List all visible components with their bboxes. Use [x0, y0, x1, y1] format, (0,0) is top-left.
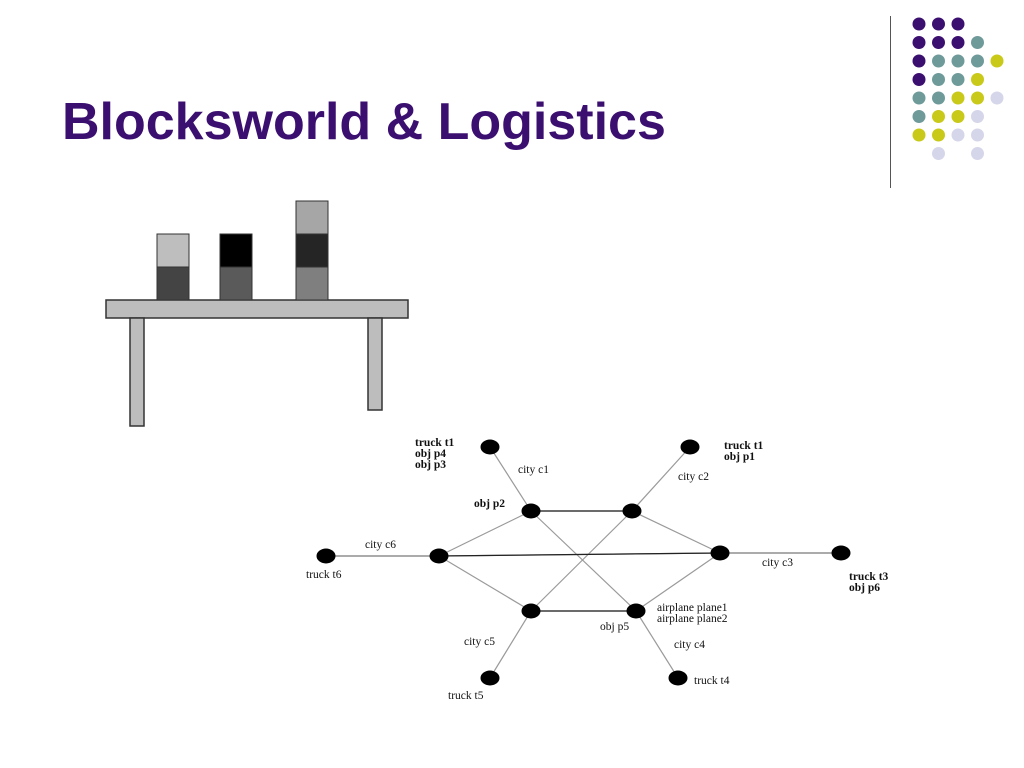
decorative-dot [971, 91, 984, 105]
decorative-dot [932, 36, 945, 49]
decorative-dot [912, 36, 926, 49]
graph-label: truck t6 [306, 569, 342, 581]
graph-edge [489, 446, 532, 512]
graph-label: city c6 [365, 539, 396, 551]
decorative-dot [971, 54, 984, 68]
graph-label: obj p6 [849, 582, 880, 594]
graph-label: airplane plane1 [657, 602, 728, 614]
block [156, 266, 190, 301]
graph-edge [635, 552, 721, 612]
graph-edge [631, 446, 691, 512]
decorative-dot [951, 91, 965, 105]
graph-label: obj p3 [415, 459, 446, 471]
graph-label: obj p4 [415, 448, 446, 460]
graph-edge [438, 552, 721, 557]
graph-edge [631, 510, 721, 554]
graph-label: city c1 [518, 464, 549, 476]
table-top [105, 299, 409, 319]
graph-edge [530, 510, 633, 612]
decorative-dot [971, 147, 984, 160]
graph-node [622, 503, 642, 519]
slide-title: Blocksworld & Logistics [62, 93, 666, 151]
decorative-dot [932, 54, 945, 68]
table-leg-left [129, 317, 145, 427]
decorative-dot [912, 54, 926, 68]
graph-label: truck t3 [849, 571, 889, 583]
graph-edge [438, 555, 532, 612]
graph-label: airplane plane2 [657, 613, 728, 625]
graph-edge [635, 610, 679, 679]
graph-node [429, 548, 449, 564]
graph-node [316, 548, 336, 564]
decorative-dot [912, 110, 926, 123]
graph-label: truck t4 [694, 675, 730, 687]
decorative-dot [971, 110, 984, 123]
decorative-dot [932, 128, 945, 142]
decorative-dot [971, 36, 984, 49]
graph-label: city c4 [674, 639, 705, 651]
decorative-dot [932, 91, 945, 105]
graph-label: truck t5 [448, 690, 484, 702]
block [295, 200, 329, 235]
graph-node [831, 545, 851, 561]
graph-label: city c2 [678, 471, 709, 483]
decorative-dot [912, 128, 926, 142]
decorative-dot [932, 17, 945, 31]
graph-edge [489, 610, 532, 679]
graph-label: obj p1 [724, 451, 755, 463]
decorative-dot [951, 36, 965, 49]
graph-label: obj p5 [600, 621, 629, 633]
graph-node [680, 439, 700, 455]
graph-label: truck t1 [415, 437, 455, 449]
decorative-dot-grid [912, 17, 1004, 160]
decorative-dot [951, 128, 965, 142]
graph-node [626, 603, 646, 619]
graph-label: city c5 [464, 636, 495, 648]
graph-node [480, 670, 500, 686]
graph-label: city c3 [762, 557, 793, 569]
block [295, 266, 329, 301]
graph-node [710, 545, 730, 561]
decorative-dot [951, 110, 965, 123]
decorative-dot [912, 73, 926, 86]
graph-node [668, 670, 688, 686]
block [219, 233, 253, 268]
decorative-dot [932, 147, 945, 160]
block [219, 266, 253, 301]
graph-edge [530, 510, 637, 612]
block [156, 233, 190, 268]
graph-edge [438, 510, 532, 557]
decorative-dot [951, 17, 965, 31]
decorative-dot [932, 73, 945, 86]
decorative-dot [990, 54, 1004, 68]
decorative-dot [971, 128, 984, 142]
decorative-dot [971, 73, 984, 86]
blocksworld-illustration [105, 200, 409, 427]
decorative-dot [990, 91, 1004, 105]
decorative-dot [951, 73, 965, 86]
decorative-dot [912, 91, 926, 105]
table-leg-right [367, 317, 383, 411]
decorative-dot [951, 54, 965, 68]
block [295, 233, 329, 268]
graph-label: obj p2 [474, 498, 505, 510]
header-divider [890, 16, 891, 188]
graph-node [480, 439, 500, 455]
graph-node [521, 503, 541, 519]
decorative-dot [912, 17, 926, 31]
graph-node [521, 603, 541, 619]
graph-label: truck t1 [724, 440, 764, 452]
decorative-dot [932, 110, 945, 123]
